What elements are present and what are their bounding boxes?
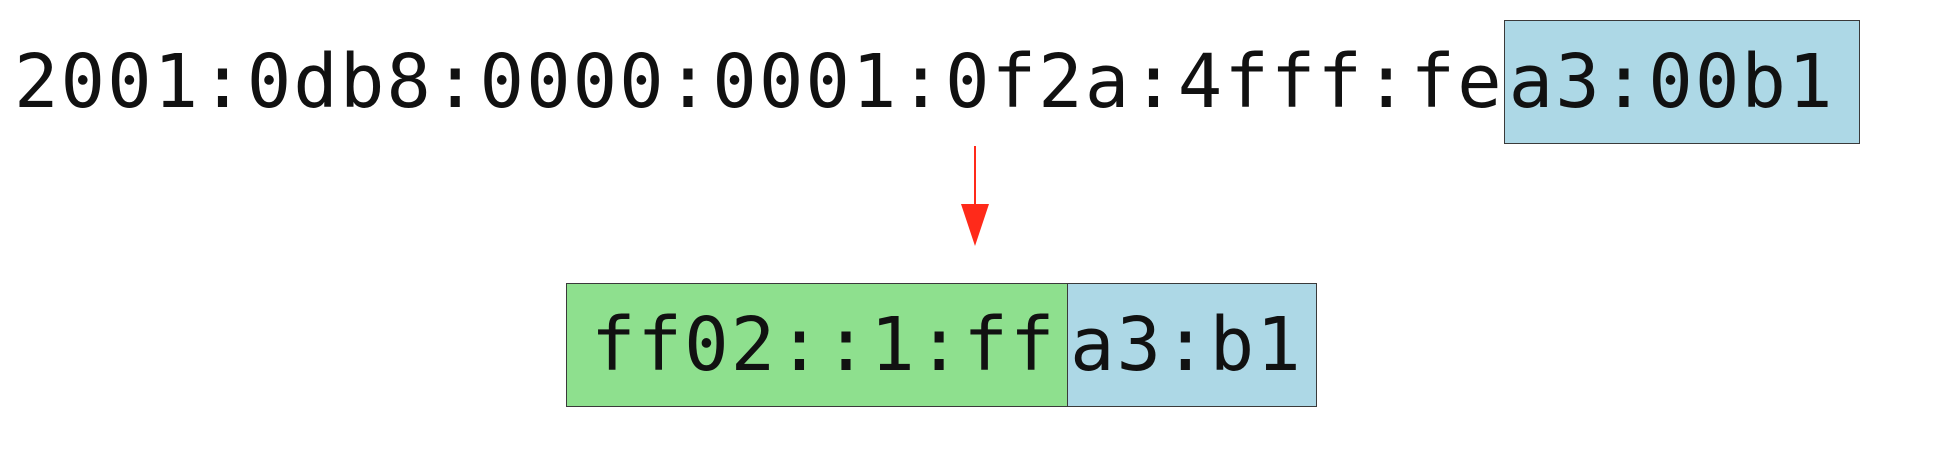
multicast-suffix-box: a3:b1 <box>1067 283 1317 407</box>
down-arrow-icon <box>961 146 989 246</box>
source-address-highlight: a3:00b1 <box>1503 20 1860 144</box>
multicast-prefix-box: ff02::1:ff <box>566 283 1068 407</box>
source-address-prefix: 2001:0db8:0000:0001:0f2a:4fff:fe <box>14 39 1504 125</box>
source-address-row: 2001:0db8:0000:0001:0f2a:4fff:fe a3:00b1 <box>14 20 1860 144</box>
multicast-address-row: ff02::1:ff a3:b1 <box>566 283 1317 407</box>
